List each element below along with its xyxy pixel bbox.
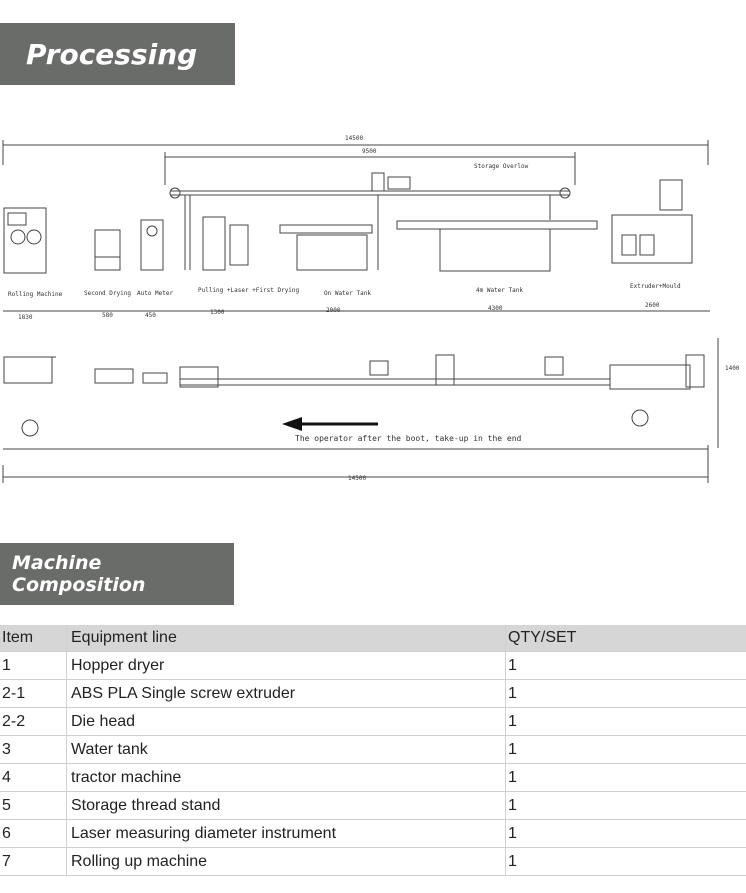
cell-qty: 1	[505, 791, 746, 820]
station-dim: 2600	[645, 302, 660, 309]
cell-equipment: Die head	[66, 707, 506, 736]
station-label: Rolling Machine	[8, 291, 63, 298]
cell-equipment: ABS PLA Single screw extruder	[66, 679, 506, 708]
station-dim: 580	[102, 312, 113, 319]
station-label: On Water Tank	[324, 290, 371, 297]
station-label: 4m Water Tank	[476, 287, 523, 294]
cell-equipment: Storage thread stand	[66, 791, 506, 820]
cell-item: 1	[0, 651, 67, 680]
cell-item: 7	[0, 847, 67, 876]
cell-qty: 1	[505, 679, 746, 708]
dim-top-total: 14500	[345, 135, 363, 142]
cell-equipment: Rolling up machine	[66, 847, 506, 876]
cell-item: 2-2	[0, 707, 67, 736]
cell-item: 2-1	[0, 679, 67, 708]
cell-item: 5	[0, 791, 67, 820]
station-dim: 1830	[18, 314, 33, 321]
cell-equipment: tractor machine	[66, 763, 506, 792]
cell-item: 4	[0, 763, 67, 792]
production-line-drawing: 14500 9500 Storage Overlow Rolling Machi…	[2, 135, 740, 483]
dim-top-inner: 9500	[362, 148, 377, 155]
operator-note: The operator after the boot, take-up in …	[295, 434, 522, 443]
table-header-row: Item Equipment line QTY/SET	[0, 625, 746, 652]
cell-qty: 1	[505, 707, 746, 736]
section-banner-machine-composition: Machine Composition	[0, 543, 234, 605]
station-label: Pulling +Laser +First Drying	[198, 287, 300, 294]
station-dim: 2000	[326, 307, 341, 314]
cell-qty: 1	[505, 763, 746, 792]
cell-qty: 1	[505, 735, 746, 764]
col-header-equipment: Equipment line	[66, 625, 506, 652]
cell-equipment: Hopper dryer	[66, 651, 506, 680]
section-title: Processing	[26, 37, 198, 71]
cell-equipment: Water tank	[66, 735, 506, 764]
cell-item: 6	[0, 819, 67, 848]
station-label: Extruder+Mould	[630, 283, 681, 290]
station-dim: 4300	[488, 305, 503, 312]
section-banner-processing: Processing	[0, 23, 235, 85]
cell-item: 3	[0, 735, 67, 764]
cell-equipment: Laser measuring diameter instrument	[66, 819, 506, 848]
dim-side: 1400	[725, 365, 740, 372]
station-label: Auto Meter	[137, 290, 174, 297]
station-dim: 1300	[210, 309, 225, 316]
col-header-item: Item	[0, 625, 67, 652]
cell-qty: 1	[505, 819, 746, 848]
cell-qty: 1	[505, 651, 746, 680]
dim-bottom-total: 14500	[348, 475, 366, 482]
section-title: Machine Composition	[12, 552, 146, 596]
col-header-qty: QTY/SET	[505, 625, 746, 652]
storage-label: Storage Overlow	[474, 163, 529, 170]
station-dim: 450	[145, 312, 156, 319]
station-label: Second Drying	[84, 290, 131, 297]
cell-qty: 1	[505, 847, 746, 876]
